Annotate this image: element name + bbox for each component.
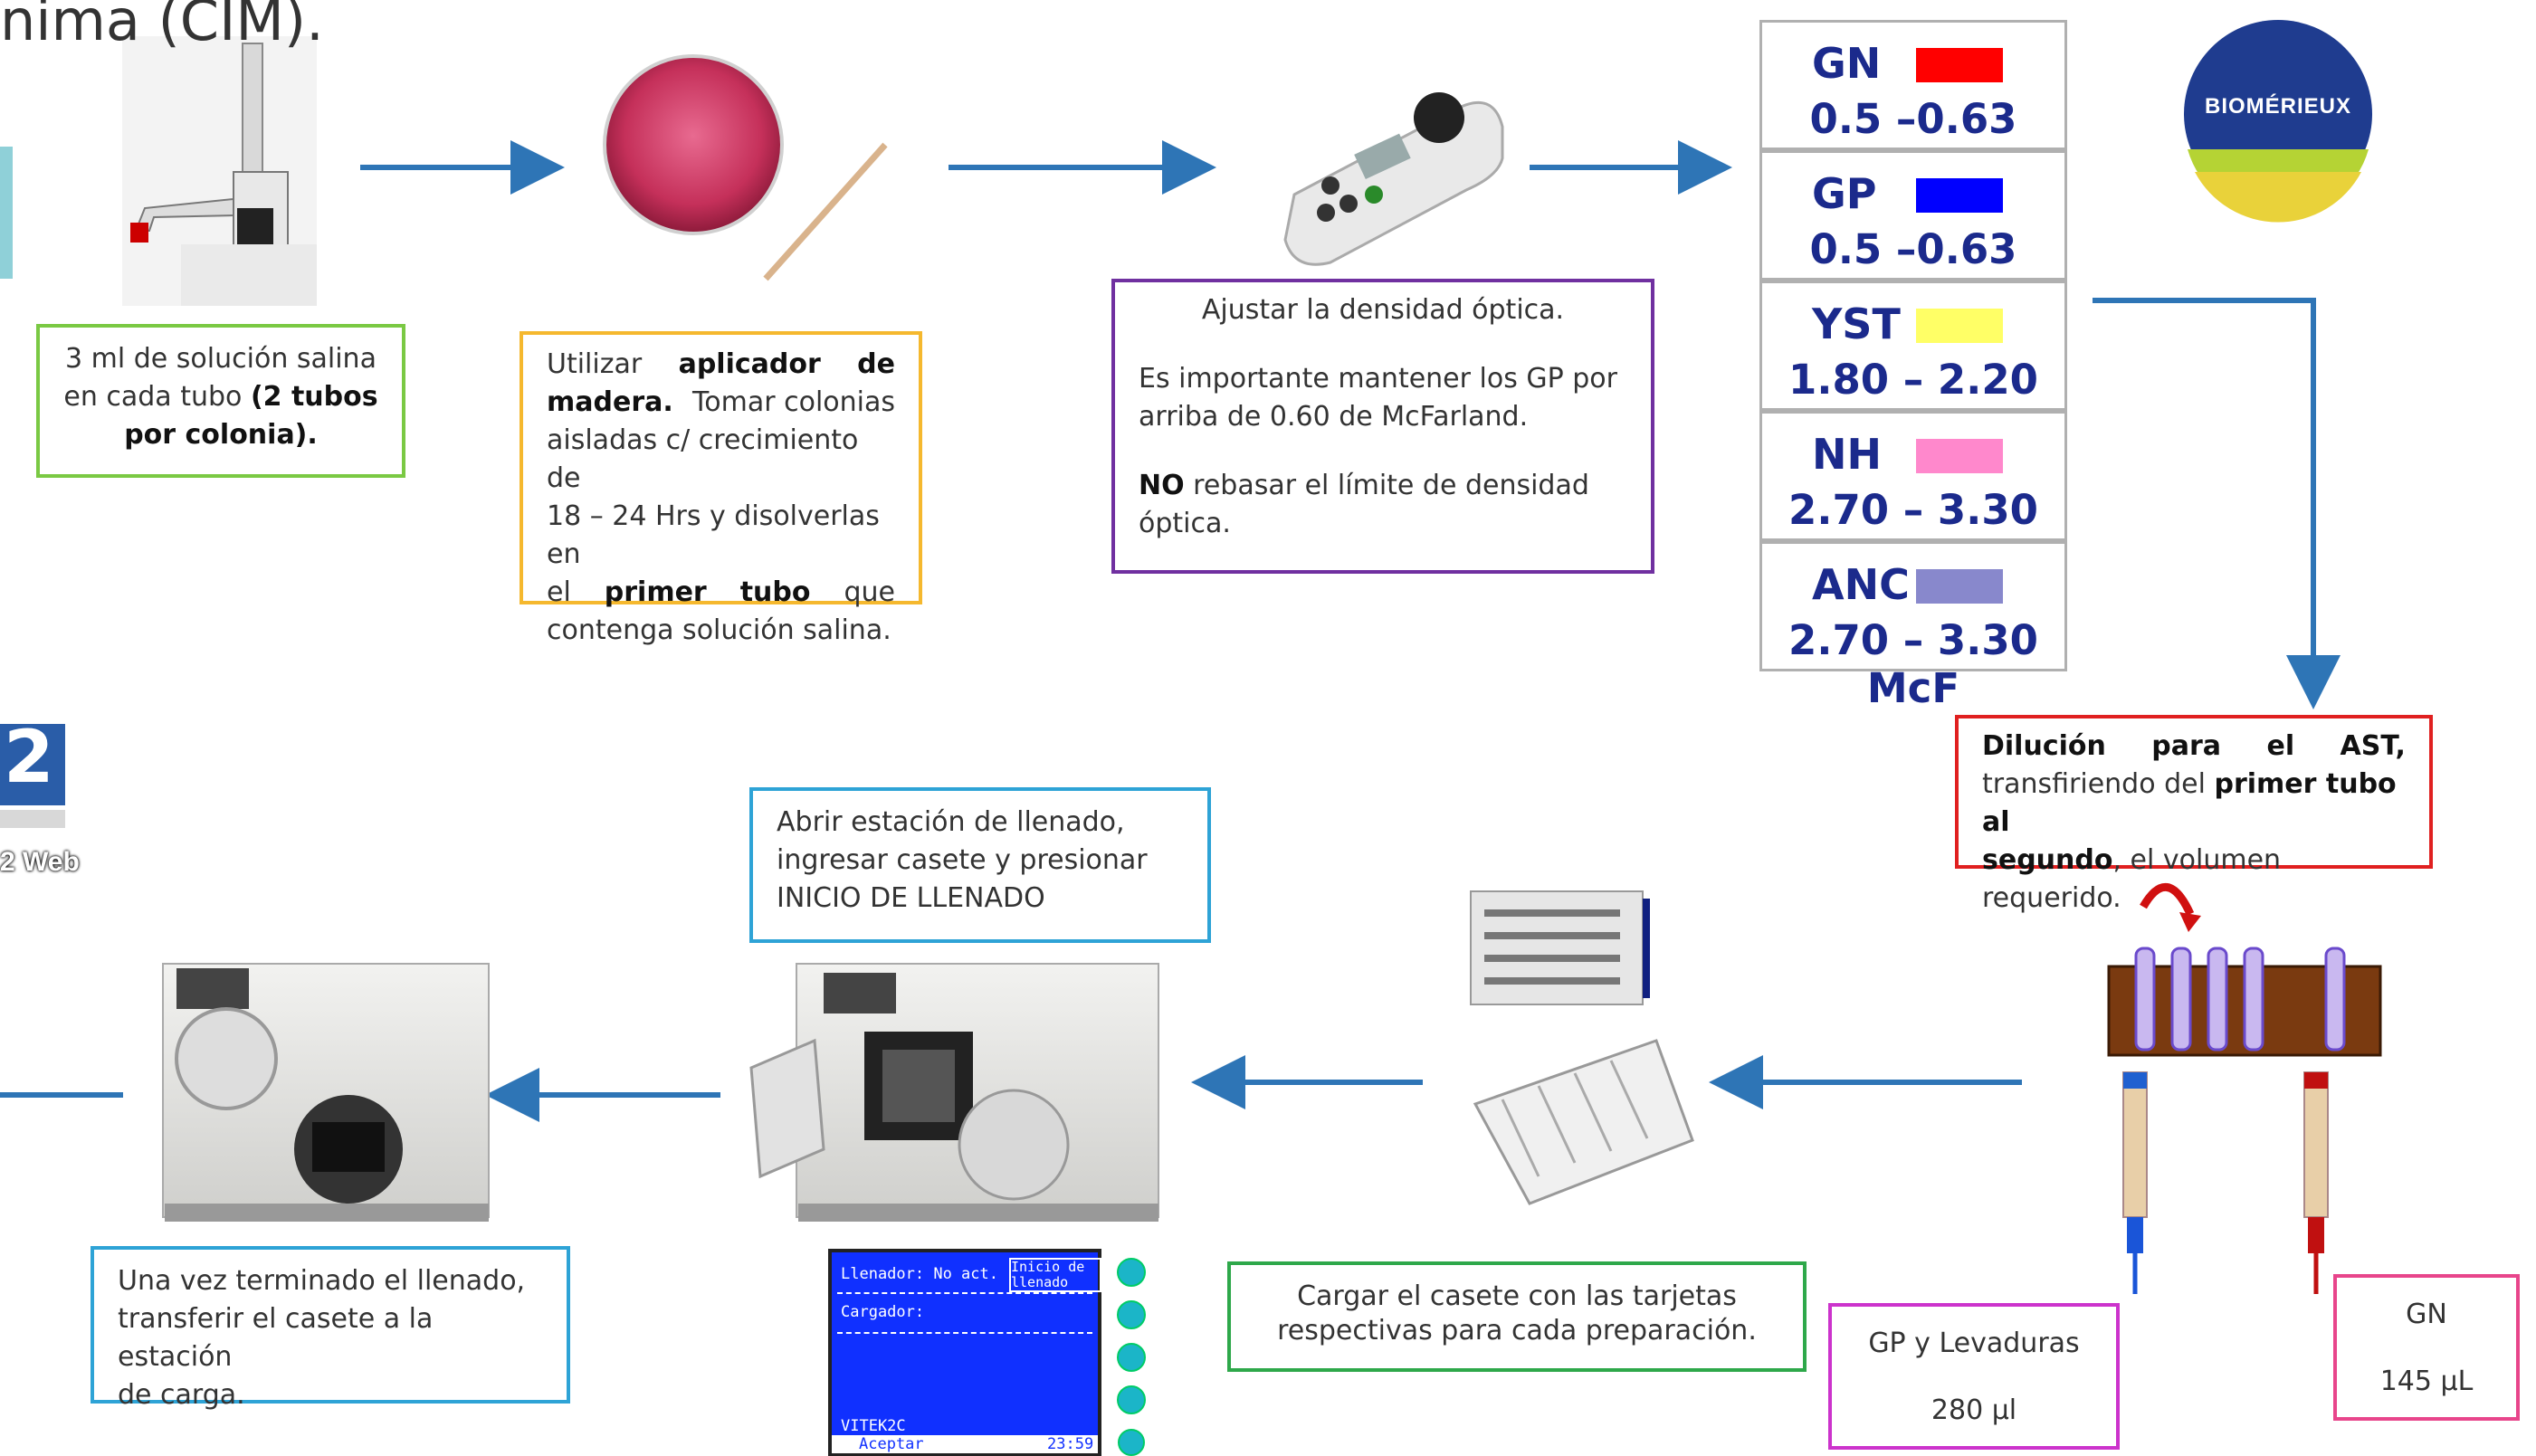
density-line4: NO rebasar el límite de densidad — [1139, 470, 1589, 501]
saline-line2: en cada tubo (2 tubos — [63, 381, 378, 413]
applicator-line2: madera.Tomar colonias — [547, 386, 895, 418]
petri-dish-image — [603, 54, 888, 281]
mcfarland-row-gp: GP 0.5 –0.63 McF — [1759, 150, 2067, 321]
applicator-line4: 18 – 24 Hrs y disolverlas en — [547, 500, 880, 570]
color-swatch — [1916, 48, 2003, 82]
gp-volume-value: 280 µl — [1931, 1394, 2017, 1426]
gn-volume-box: GN 145 µL — [2333, 1274, 2520, 1421]
lcd-time: 23:59 — [1047, 1435, 1094, 1453]
transfer-line3: de carga. — [118, 1379, 245, 1411]
cassette-line2: respectivas para cada preparación. — [1277, 1315, 1757, 1347]
lcd-start-filling-button[interactable]: Inicio de llenado — [1009, 1258, 1101, 1292]
saline-line3: por colonia). — [124, 419, 318, 451]
lcd-model: VITEK2C — [841, 1417, 906, 1435]
cassette-image — [1470, 890, 1694, 1205]
vitek2-caption: 2 Web — [0, 847, 80, 877]
mcfarland-row-yst: YST 1.80 – 2.20 McF — [1759, 281, 2067, 452]
mcfarland-row-nh: NH 2.70 – 3.30 McF — [1759, 411, 2067, 582]
color-swatch — [1916, 439, 2003, 473]
mcfarland-name: GP — [1812, 169, 1877, 218]
vitek-machine-image-1 — [162, 963, 490, 1222]
pipette-blue-image — [2122, 1071, 2148, 1294]
mcfarland-name: NH — [1812, 430, 1882, 479]
dilution-line3: segundo, el volumen requerido. — [1982, 844, 2282, 914]
transfer-step-box: Una vez terminado el llenado, transferir… — [91, 1246, 570, 1411]
gn-volume-value: 145 µL — [2379, 1366, 2474, 1397]
densitometer-image — [1283, 92, 1504, 266]
arrow-elbow — [2093, 298, 2341, 709]
transfer-line1: Una vez terminado el llenado, — [118, 1265, 526, 1297]
saline-step-box: 3 ml de solución salina en cada tubo (2 … — [36, 324, 405, 478]
vitek-lcd-screen: Llenador: No act. Inicio de llenado Carg… — [828, 1249, 1101, 1456]
mcfarland-row-gn: GN 0.5 –0.63 McF — [1759, 20, 2067, 191]
biomerieux-logo — [2184, 20, 2372, 223]
density-step-box: Ajustar la densidad óptica. Es important… — [1111, 279, 1654, 574]
pipette-red-image — [2303, 1071, 2329, 1294]
applicator-line3: aisladas c/ crecimiento de — [547, 424, 859, 494]
transfer-line2: transferir el casete a la estación — [118, 1303, 434, 1373]
mcfarland-name: GN — [1812, 39, 1882, 88]
dilution-line2: transfiriendo del primer tubo al — [1982, 768, 2397, 838]
color-swatch — [1916, 569, 2003, 604]
cassette-step-box: Cargar el casete con las tarjetas respec… — [1227, 1261, 1807, 1372]
biomerieux-logo-text: BIOMÉRIEUX — [2204, 94, 2351, 119]
lcd-side-buttons — [1117, 1258, 1146, 1456]
filling-line3: INICIO DE LLENADO — [777, 882, 1045, 914]
vitek2-web-icon — [0, 724, 65, 828]
mcfarland-range: 2.70 – 3.30 McF — [1788, 616, 2038, 712]
mcfarland-row-anc: ANC 2.70 – 3.30 McF — [1759, 541, 2067, 712]
filling-line1: Abrir estación de llenado, — [777, 806, 1125, 838]
gp-volume-label: GP y Levaduras — [1868, 1328, 2080, 1359]
mcfarland-name: YST — [1812, 300, 1901, 348]
vitek2-number: 2 — [4, 715, 54, 799]
page-title: nima (CIM). — [0, 0, 324, 53]
density-line1: Ajustar la densidad óptica. — [1201, 294, 1565, 326]
applicator-line6: contenga solución salina. — [547, 614, 891, 646]
lcd-accept-button[interactable]: Aceptar — [859, 1435, 924, 1453]
filling-line2: ingresar casete y presionar — [777, 844, 1148, 876]
saline-line1: 3 ml de solución salina — [65, 343, 377, 375]
gn-volume-label: GN — [2406, 1299, 2447, 1330]
lcd-loader-status: Cargador: — [841, 1303, 925, 1321]
density-line5: óptica. — [1139, 508, 1231, 539]
gp-volume-box: GP y Levaduras 280 µl — [1828, 1303, 2120, 1450]
mcfarland-name: ANC — [1812, 560, 1910, 609]
color-swatch — [1916, 178, 2003, 213]
cassette-line1: Cargar el casete con las tarjetas — [1297, 1280, 1737, 1312]
lcd-filler-status: Llenador: No act. — [841, 1265, 998, 1283]
density-line2: Es importante mantener los GP por — [1139, 363, 1617, 395]
vitek-machine-image-2 — [749, 963, 1159, 1222]
test-tube-rack-image — [2107, 883, 2382, 1057]
density-line3: arriba de 0.60 de McFarland. — [1139, 401, 1529, 433]
accent-bar — [0, 147, 13, 279]
dispenser-bottle-image — [122, 36, 317, 306]
color-swatch — [1916, 309, 2003, 343]
filling-step-box: Abrir estación de llenado, ingresar case… — [749, 787, 1211, 943]
